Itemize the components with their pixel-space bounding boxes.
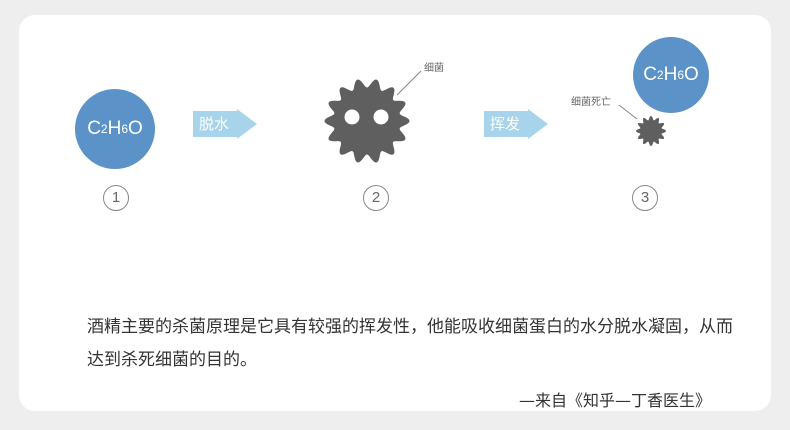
dead-bacteria-label: 细菌死亡 — [571, 97, 611, 108]
dead-bacteria-icon — [636, 116, 666, 146]
formula-h: H — [107, 118, 122, 139]
arrow-shape — [193, 109, 257, 139]
explanation-text: 酒精主要的杀菌原理是它具有较强的挥发性，他能吸收细菌蛋白的水分脱水凝固，从而达到… — [87, 317, 733, 370]
dehydrate-label: 脱水 — [199, 115, 230, 133]
bacteria-icon — [324, 79, 410, 163]
dead-bacteria-callout-line — [618, 104, 638, 120]
formula-h-3: H — [663, 64, 678, 85]
source-attribution: —来自《知乎—丁香医生》 — [518, 391, 711, 410]
dehydrate-arrow: 脱水 — [193, 109, 257, 139]
arrow-shape-2 — [484, 109, 548, 139]
formula-o-3: O — [684, 64, 699, 85]
step-number-1: 1 — [103, 185, 129, 211]
bacteria-callout-line — [396, 70, 422, 96]
formula-c: C — [87, 118, 101, 139]
step-number-2: 2 — [363, 185, 389, 211]
bacteria-label: 细菌 — [424, 63, 444, 74]
step-number-3: 3 — [632, 185, 658, 211]
evaporate-arrow: 挥发 — [484, 109, 548, 139]
evaporate-label: 挥发 — [490, 115, 521, 133]
formula-c-3: C — [643, 64, 657, 85]
formula-o: O — [128, 118, 143, 139]
